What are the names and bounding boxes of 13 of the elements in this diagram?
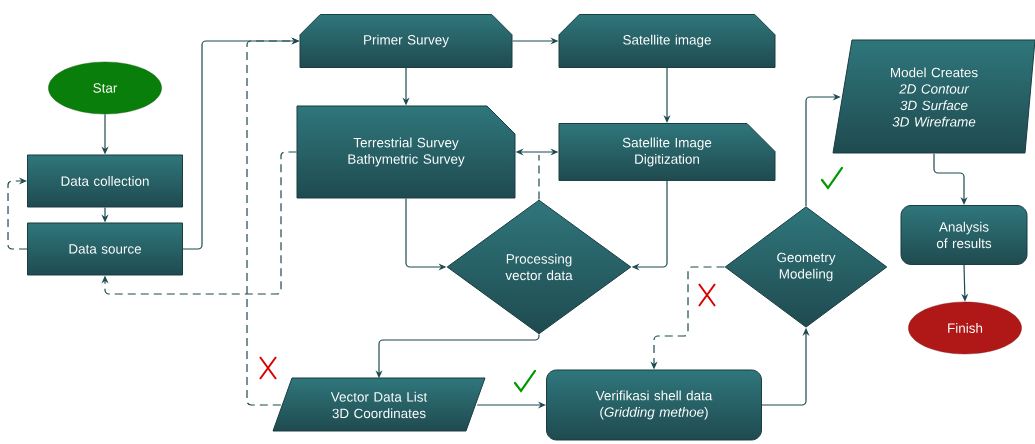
arrow [101, 151, 298, 295]
process-box: Terrestrial Survey Bathymetric Survey [296, 105, 516, 199]
process-box: Satellite image [558, 14, 776, 68]
process-box: Data collection [27, 154, 183, 208]
arrow [7, 177, 28, 250]
rounded-box: Analysis of results [900, 205, 1028, 265]
rounded-box: Verifikasi shell data (Gridding methoe) [546, 369, 762, 441]
arrow [933, 153, 968, 205]
parallelogram-box: Model Creates 2D Contour 3D Surface 3D Wireframe [832, 39, 1035, 154]
process-box: Satellite Image Digitization [558, 123, 776, 181]
process-box: Data source [27, 222, 183, 276]
process-box: Primer Survey [299, 14, 513, 68]
parallelogram-box: Vector Data List 3D Coordinates [272, 377, 486, 432]
